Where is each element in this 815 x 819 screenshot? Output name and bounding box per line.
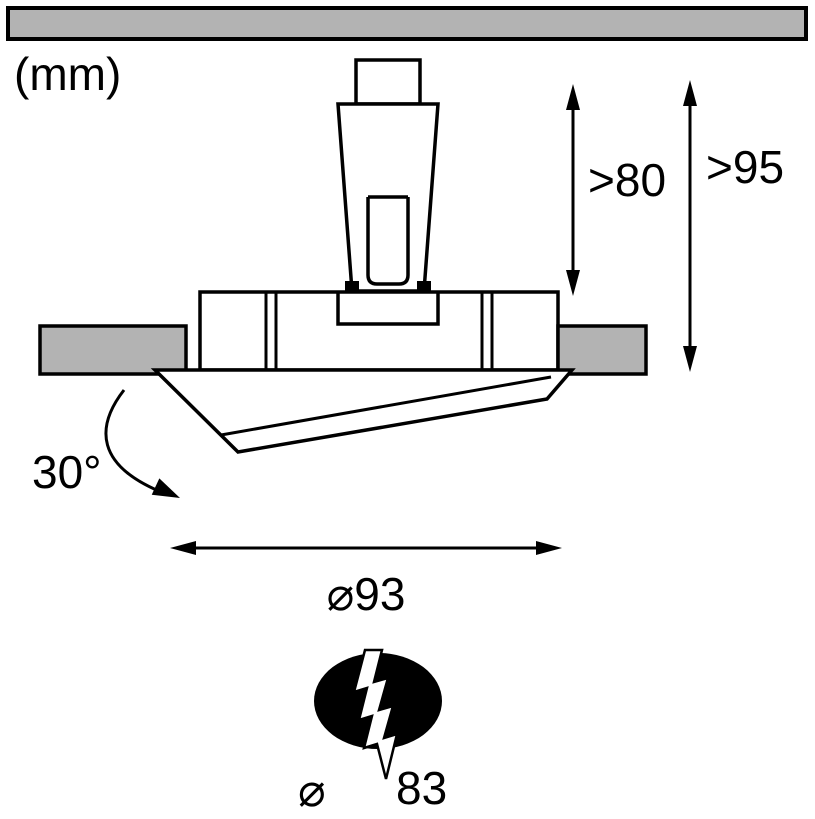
- dim-total-label: >95: [706, 141, 784, 193]
- ceiling-slab: [6, 6, 808, 41]
- tilt-arrowhead: [151, 478, 180, 498]
- cutout-diameter-value: 83: [396, 762, 447, 814]
- dim-total-arrowhead-down: [683, 346, 697, 372]
- dim-total-arrowhead-up: [683, 80, 697, 106]
- dim-diameter-arrowhead-left: [170, 541, 196, 555]
- cutout-diameter-prefix: ⌀: [298, 764, 326, 816]
- dim-diameter-arrowhead-right: [536, 541, 562, 555]
- dim-recess-arrowhead-up: [566, 84, 580, 110]
- plug-top: [354, 58, 422, 106]
- dim-diameter-label: ⌀93: [327, 568, 406, 620]
- ceiling-cut-left: [38, 324, 188, 376]
- lightning-bolt-icon: [352, 648, 399, 780]
- dim-recess-depth: >80: [566, 84, 666, 296]
- dim-outer-diameter: ⌀93: [170, 541, 562, 620]
- trim-face-line: [220, 375, 552, 437]
- ceiling-cut-right: [556, 324, 648, 376]
- tilt-label: 30°: [32, 446, 102, 498]
- cutout-symbol: ⌀ 83: [298, 648, 447, 816]
- dim-recess-arrowhead-down: [566, 270, 580, 296]
- dim-recess-label: >80: [588, 154, 666, 206]
- unit-label: (mm): [14, 48, 121, 100]
- tilt-arc: [104, 389, 167, 496]
- fixture-drawing: [38, 58, 648, 454]
- lamp-socket-inner: [366, 195, 410, 286]
- dim-total-depth: >95: [683, 80, 784, 372]
- center-block-line: [336, 292, 440, 326]
- housing-body: [198, 290, 560, 372]
- dim-tilt-angle: 30°: [32, 389, 180, 498]
